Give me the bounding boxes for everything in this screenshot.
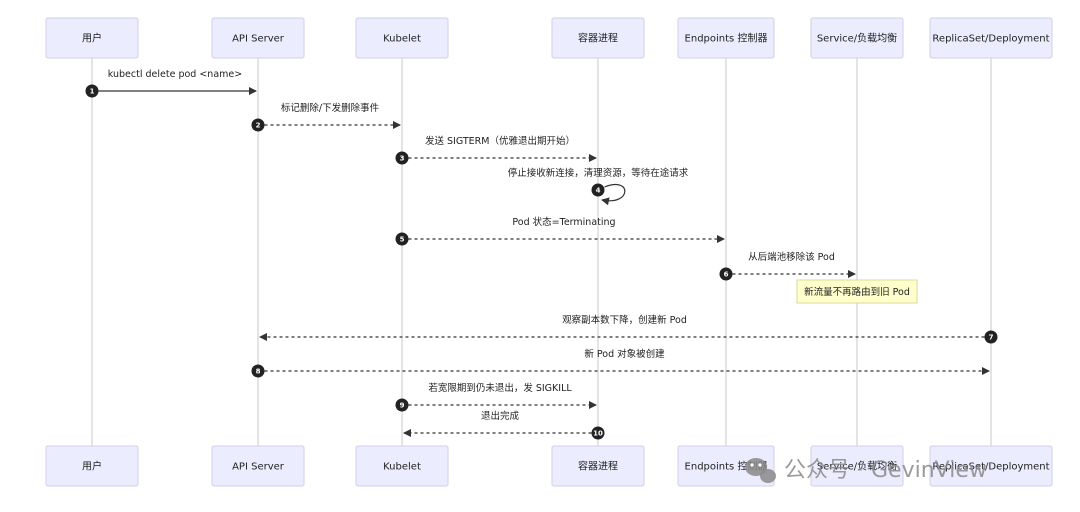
message-label: kubectl delete pod <name>: [108, 69, 242, 80]
step-badge: [251, 118, 265, 132]
step-badge: [251, 364, 265, 378]
actor-kubelet-bottom: Kubelet: [355, 445, 449, 487]
message-label: 停止接收新连接，清理资源，等待在途请求: [508, 167, 689, 179]
step-badge: [395, 232, 409, 246]
actor-label: Endpoints 控制器: [685, 32, 768, 45]
message-label: Pod 状态=Terminating: [512, 216, 615, 228]
step-number: 4: [596, 187, 601, 195]
actor-box: [929, 17, 1053, 59]
actor-box: [211, 17, 305, 59]
message-9: 若宽限期到仍未退出，发 SIGKILL 9: [395, 382, 597, 412]
actor-box: [810, 445, 904, 487]
step-badge: [85, 84, 99, 98]
message-6: 从后端池移除该 Pod 6: [719, 251, 856, 281]
step-number: 7: [989, 334, 994, 342]
actor-user-bottom: 用户: [45, 445, 139, 487]
actor-label: 容器进程: [578, 460, 618, 473]
step-badge: [591, 426, 605, 440]
actor-label: API Server: [232, 462, 285, 473]
actor-api-bottom: API Server: [211, 445, 305, 487]
message-label: 标记删除/下发删除事件: [281, 102, 380, 114]
actor-box: [551, 445, 645, 487]
actor-box: [677, 445, 775, 487]
actor-rs-top: ReplicaSet/Deployment: [929, 17, 1053, 59]
actor-box: [551, 17, 645, 59]
step-badge: [395, 398, 409, 412]
actor-label: API Server: [232, 34, 285, 45]
actor-box: [677, 17, 775, 59]
message-2: 标记删除/下发删除事件 2: [251, 102, 401, 132]
message-label: 观察副本数下降，创建新 Pod: [562, 314, 687, 326]
message-1: kubectl delete pod <name> 1: [85, 69, 257, 98]
step-badge: [984, 330, 998, 344]
message-label: 从后端池移除该 Pod: [748, 251, 835, 263]
note-text: 新流量不再路由到旧 Pod: [804, 286, 910, 298]
actor-label: 容器进程: [578, 32, 618, 45]
actor-label: ReplicaSet/Deployment: [932, 34, 1049, 45]
step-number: 9: [400, 402, 405, 410]
actor-service-top: Service/负载均衡: [810, 17, 904, 59]
actor-box: [45, 17, 139, 59]
message-label: 若宽限期到仍未退出，发 SIGKILL: [428, 382, 572, 394]
actor-box: [355, 17, 449, 59]
actor-user-top: 用户: [45, 17, 139, 59]
step-badge: [395, 151, 409, 165]
actor-service-bottom: Service/负载均衡: [810, 445, 904, 487]
message-7: 观察副本数下降，创建新 Pod 7: [259, 314, 998, 344]
self-loop-arrow: [601, 184, 626, 206]
step-badge: [591, 183, 605, 197]
actor-label: ReplicaSet/Deployment: [932, 462, 1049, 473]
step-number: 5: [400, 236, 405, 244]
actor-api-top: API Server: [211, 17, 305, 59]
actor-kubelet-top: Kubelet: [355, 17, 449, 59]
watermark-text: 公众号 · GevinView: [784, 458, 987, 483]
actor-box: [929, 445, 1053, 487]
watermark: 公众号 · GevinView: [745, 458, 987, 483]
actor-box: [45, 445, 139, 487]
step-number: 1: [90, 88, 95, 96]
message-4: 停止接收新连接，清理资源，等待在途请求 4: [508, 167, 689, 206]
message-label: 发送 SIGTERM（优雅退出期开始）: [425, 135, 575, 147]
step-number: 3: [400, 155, 405, 163]
note-box: [796, 279, 918, 304]
actor-proc-bottom: 容器进程: [551, 445, 645, 487]
note: 新流量不再路由到旧 Pod: [796, 279, 918, 304]
actor-label: 用户: [82, 32, 102, 45]
message-10: 退出完成 10: [403, 410, 605, 440]
step-badge: [719, 267, 733, 281]
message-5: Pod 状态=Terminating 5: [395, 216, 725, 246]
actor-label: Service/负载均衡: [817, 460, 897, 473]
step-number: 8: [256, 368, 261, 376]
message-label: 新 Pod 对象被创建: [584, 348, 665, 360]
message-3: 发送 SIGTERM（优雅退出期开始） 3: [395, 135, 597, 165]
actor-rs-bottom: ReplicaSet/Deployment: [929, 445, 1053, 487]
actor-label: 用户: [82, 460, 102, 473]
actor-endpoints-top: Endpoints 控制器: [677, 17, 775, 59]
message-label: 退出完成: [481, 410, 520, 422]
actor-label: Kubelet: [383, 462, 421, 473]
actor-box: [810, 17, 904, 59]
actor-box: [211, 445, 305, 487]
message-8: 新 Pod 对象被创建 8: [251, 348, 990, 378]
step-number: 6: [724, 271, 729, 279]
step-number: 2: [256, 122, 261, 130]
actor-box: [355, 445, 449, 487]
actor-label: Service/负载均衡: [817, 32, 897, 45]
step-number: 10: [593, 430, 603, 438]
actor-proc-top: 容器进程: [551, 17, 645, 59]
actor-label: Kubelet: [383, 34, 421, 45]
wechat-icon: [745, 458, 776, 483]
